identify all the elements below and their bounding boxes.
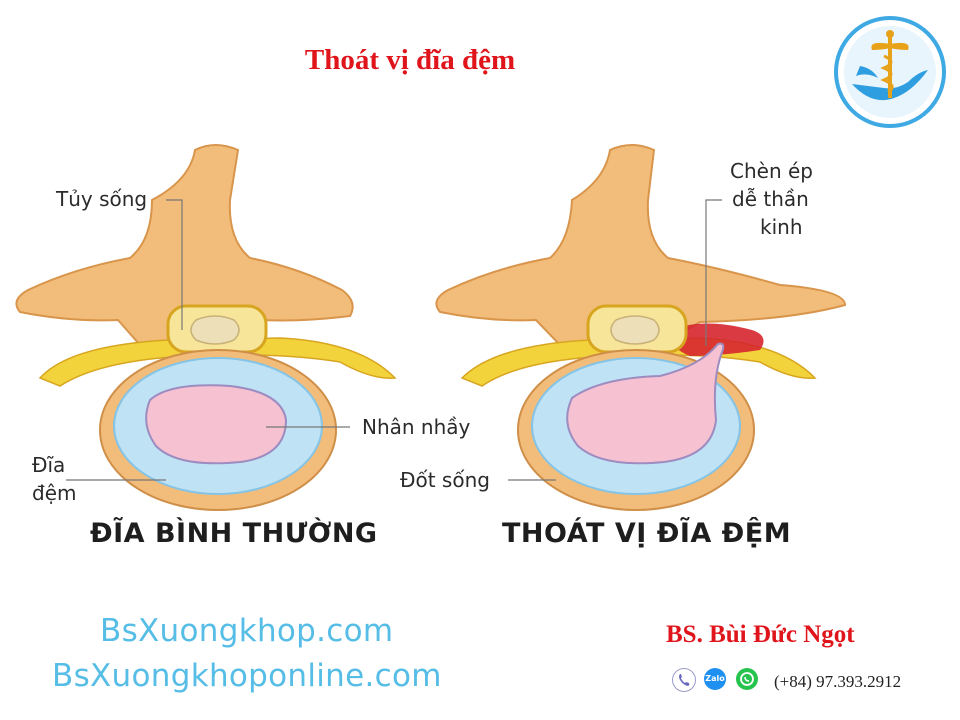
whatsapp-icon[interactable] (736, 668, 758, 690)
nerve-compression-area (666, 323, 764, 356)
nucleus-right (566, 342, 725, 465)
vertebra-bone-right (435, 144, 847, 346)
herniated-disc-illustration (435, 144, 847, 511)
label-compression-line-3: kinh (760, 215, 803, 239)
phone-icon[interactable] (672, 668, 696, 692)
label-vertebra: Đốt sống (400, 468, 490, 492)
leader-lines (66, 199, 722, 481)
doctor-name: BS. Bùi Đức Ngọt (666, 621, 855, 648)
medical-logo (834, 16, 946, 128)
heading-herniated-disc: THOÁT VỊ ĐĨA ĐỆM (502, 518, 792, 549)
spinal-cord-left (190, 315, 240, 345)
leader-spinal-cord (166, 199, 183, 330)
label-compression-line-1: Chèn ép (730, 159, 813, 183)
phone-number[interactable]: (+84) 97.393.2912 (774, 672, 902, 691)
normal-disc-illustration (15, 144, 397, 511)
spinal-cord-right (610, 315, 660, 345)
label-nucleus: Nhân nhầy (362, 415, 471, 439)
page-title: Thoát vị đĩa đệm (304, 44, 516, 76)
website-1[interactable]: BsXuongkhop.com (100, 613, 394, 649)
nucleus-left (145, 384, 288, 465)
label-disc-line-2: đệm (32, 481, 77, 505)
heading-normal-disc: ĐĨA BÌNH THƯỜNG (90, 518, 378, 549)
label-spinal-cord: Tủy sống (56, 187, 148, 211)
label-disc-line-1: Đĩa (32, 453, 66, 477)
zalo-icon[interactable]: Zalo (704, 668, 726, 690)
website-2[interactable]: BsXuongkhoponline.com (52, 658, 442, 694)
ligament-left (38, 337, 397, 387)
leader-compression (705, 199, 722, 346)
disc-diagram (15, 144, 847, 511)
label-compression-line-2: dễ thần (732, 187, 809, 211)
